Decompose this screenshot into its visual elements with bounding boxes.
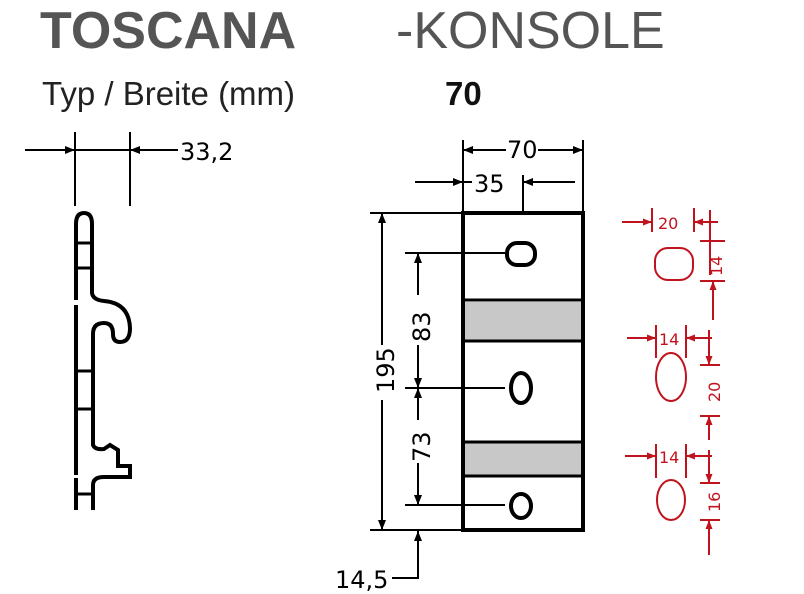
hole-middle-icon [509, 371, 533, 405]
top-hole-width: 20 [658, 214, 678, 233]
front-height-label: 195 [372, 347, 400, 393]
middle-hole-height: 20 [705, 382, 724, 402]
front-width-label: 70 [507, 136, 538, 164]
upper-spacing-label: 83 [408, 311, 436, 342]
gray-band [465, 302, 581, 340]
profile-depth-label: 33,2 [180, 138, 233, 166]
middle-hole-width: 14 [659, 330, 679, 349]
red-hole-middle-icon [655, 352, 687, 402]
front-view: 70 35 195 83 73 14,5 [335, 136, 585, 594]
gray-band [465, 443, 581, 475]
lower-spacing-label: 73 [408, 431, 436, 462]
bottom-offset-label: 14,5 [335, 566, 388, 594]
subtitle-label: Typ / Breite (mm) [42, 75, 295, 112]
title-suffix: -KONSOLE [396, 2, 665, 60]
front-half-width-label: 35 [474, 170, 505, 198]
hole-bottom-icon [509, 492, 533, 520]
red-hole-top-icon [654, 247, 694, 281]
hole-top-icon [505, 241, 537, 267]
side-profile: 33,2 [25, 132, 233, 510]
title-brand: TOSCANA [40, 2, 296, 60]
subtitle-value: 70 [445, 75, 482, 112]
top-hole-height: 14 [707, 256, 726, 276]
bottom-hole-height: 16 [705, 492, 724, 512]
red-hole-bottom-icon [656, 479, 686, 521]
bottom-hole-width: 14 [659, 448, 679, 467]
hole-dimensions: 20 14 14 20 14 16 [622, 208, 726, 555]
